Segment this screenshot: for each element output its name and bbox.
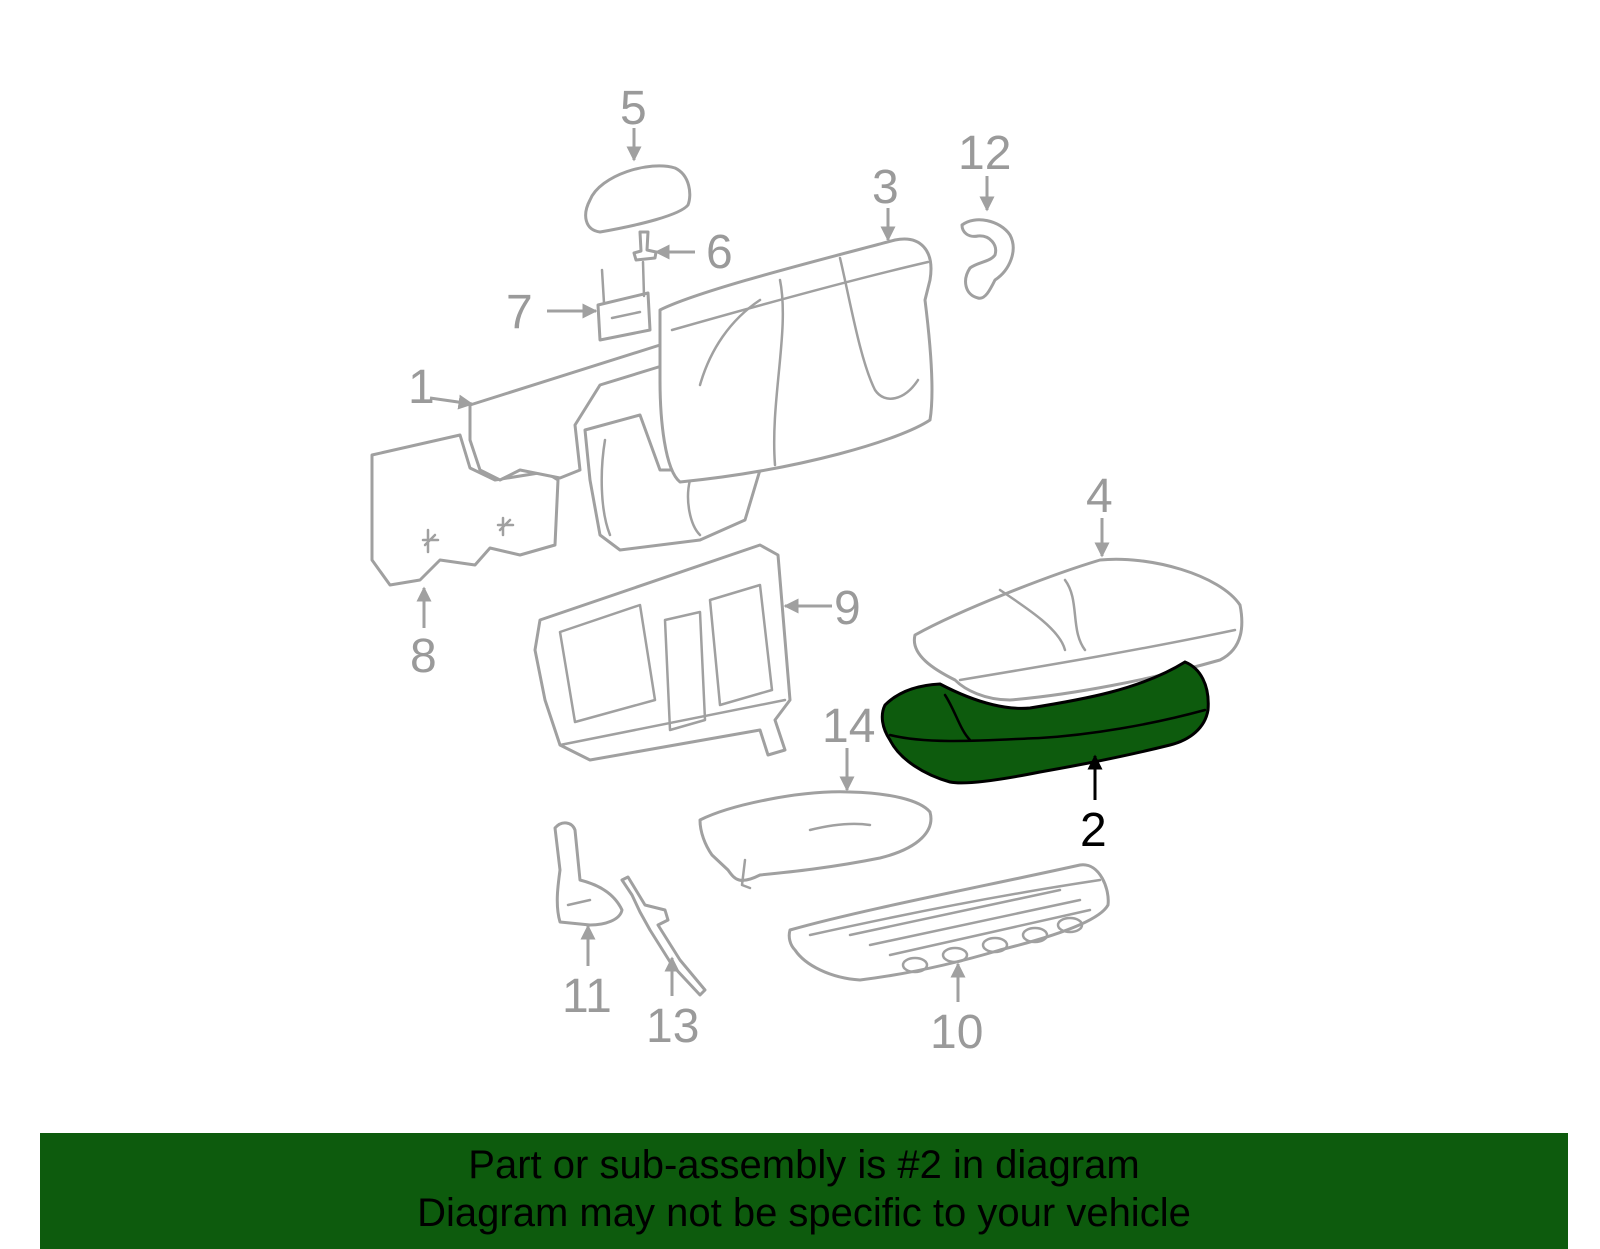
part-9-seatback-frame[interactable]: [533, 543, 792, 762]
callout-1: 1: [408, 361, 435, 414]
part-3-seatback-cushion[interactable]: [658, 237, 934, 484]
part-10-cushion-frame[interactable]: [787, 863, 1110, 982]
part-12-hook[interactable]: [960, 218, 1015, 300]
callout-7: 7: [506, 286, 533, 339]
part-11-hinge-bracket[interactable]: [553, 821, 624, 927]
part-14-cushion-support[interactable]: [698, 790, 933, 890]
part-6-headrest-guide[interactable]: [632, 230, 658, 262]
callout-8: 8: [410, 630, 437, 683]
part-8-seatback-board[interactable]: [370, 433, 560, 587]
callout-5: 5: [620, 82, 647, 135]
leader-arrows: [416, 128, 1110, 1002]
callout-3: 3: [872, 161, 899, 214]
callout-13: 13: [646, 1000, 699, 1053]
part-4-seat-cushion-cover[interactable]: [912, 557, 1244, 702]
callout-14: 14: [822, 700, 875, 753]
callout-2: 2: [1080, 804, 1107, 857]
banner-line-2: Diagram may not be specific to your vehi…: [417, 1191, 1191, 1235]
callout-9: 9: [834, 582, 861, 635]
callout-6: 6: [706, 226, 733, 279]
part-13-seat-belt[interactable]: [620, 875, 707, 997]
info-banner: Part or sub-assembly is #2 in diagram Di…: [40, 1133, 1568, 1249]
part-5-headrest[interactable]: [584, 164, 692, 234]
callout-11: 11: [562, 970, 612, 1023]
callout-10: 10: [930, 1006, 983, 1059]
callout-4: 4: [1086, 470, 1113, 523]
part-2-seat-cushion-pad[interactable]: [880, 660, 1210, 785]
part-1-seatback-panel[interactable]: [468, 343, 762, 552]
banner-line-1: Part or sub-assembly is #2 in diagram: [468, 1143, 1140, 1187]
part-7-headrest-bracket[interactable]: [596, 260, 652, 342]
callout-12: 12: [958, 127, 1011, 180]
